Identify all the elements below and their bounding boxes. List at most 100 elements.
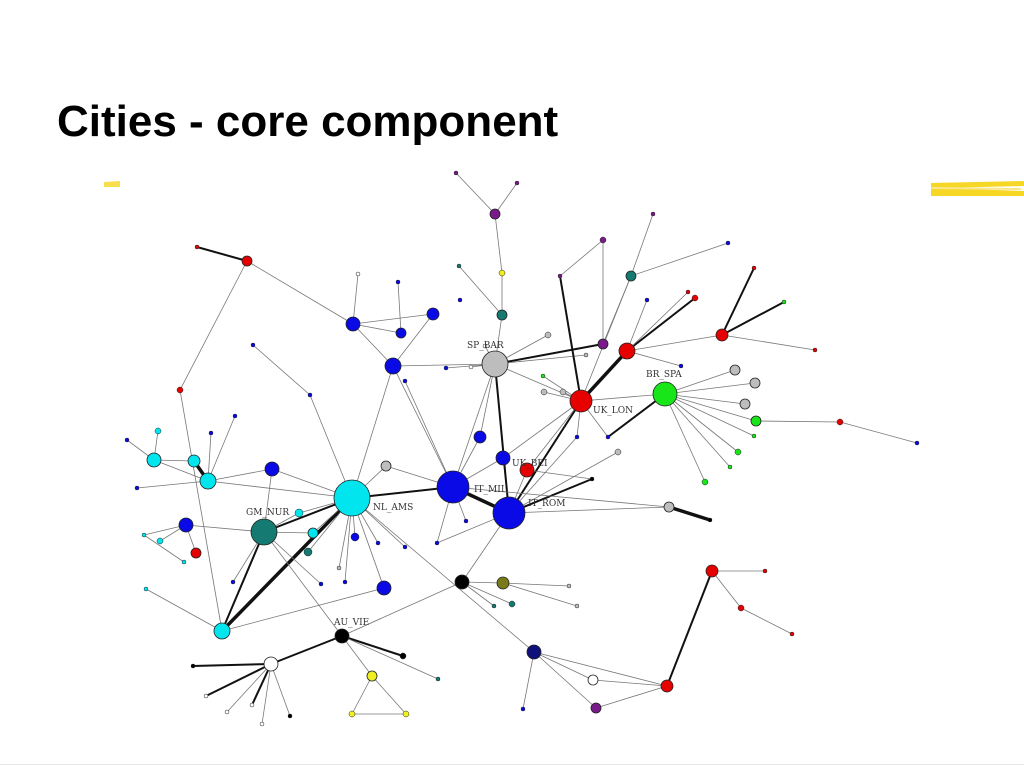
network-node [540, 373, 546, 379]
network-node [230, 579, 236, 585]
network-node [208, 430, 214, 436]
highlighter-stroke-right [931, 181, 1024, 196]
network-node [402, 378, 408, 384]
network-node [652, 381, 678, 407]
network-node [124, 437, 130, 443]
node-label-it-rom: IT_ROM [528, 499, 565, 509]
network-node [435, 676, 441, 682]
network-edge [559, 275, 582, 402]
network-node [453, 170, 459, 176]
network-node [426, 307, 440, 321]
network-node [914, 440, 920, 446]
highlighter-stroke-left [104, 181, 120, 187]
network-edge [207, 468, 273, 482]
network-node [249, 702, 255, 708]
network-node [395, 279, 401, 285]
network-edge [143, 534, 185, 563]
network-edge [226, 663, 272, 713]
network-edge [205, 663, 272, 697]
network-edge [502, 582, 570, 587]
network-node [434, 540, 440, 546]
network-node [384, 357, 402, 375]
network-node [557, 273, 563, 279]
network-edge [341, 635, 373, 677]
network-nodes [124, 170, 920, 727]
network-edge [626, 299, 648, 352]
network-edge [580, 393, 666, 402]
network-node [334, 628, 350, 644]
network-node [176, 386, 184, 394]
slide-title: Cities - core component [57, 97, 559, 146]
network-edge [461, 581, 513, 605]
network-node [366, 670, 378, 682]
network-node [739, 398, 751, 410]
network-node [232, 413, 238, 419]
network-node [559, 388, 567, 396]
network-edge [494, 363, 510, 514]
network-edge [404, 380, 454, 488]
network-node [715, 328, 729, 342]
network-edge [664, 382, 756, 395]
network-edge [533, 651, 594, 681]
node-label-sp-bar: SP_BAR [467, 341, 504, 351]
network-edge [630, 213, 654, 277]
network-edge [341, 581, 463, 637]
network-edge [221, 587, 385, 632]
network-node [734, 448, 742, 456]
network-node [303, 547, 313, 557]
network-edge [220, 496, 354, 633]
network-edge [626, 350, 682, 367]
network-node [491, 603, 497, 609]
network-edge [455, 172, 496, 215]
network-node [492, 496, 526, 530]
network-edge [261, 663, 272, 725]
network-node [663, 501, 675, 513]
network-edge [592, 679, 668, 687]
network-edge [721, 334, 816, 351]
network-node [376, 580, 392, 596]
network-node [454, 574, 470, 590]
network-node [375, 540, 381, 546]
node-label-uk-lon: UK_LON [593, 406, 633, 416]
network-node [569, 389, 593, 413]
network-node [725, 240, 731, 246]
network-node [463, 518, 469, 524]
network-edge [270, 663, 291, 717]
network-node [395, 327, 407, 339]
network-node [146, 452, 162, 468]
network-edge [145, 588, 223, 632]
network-edge [207, 480, 353, 499]
network-edge [352, 323, 402, 334]
network-node [443, 365, 449, 371]
network-edge [452, 486, 670, 508]
network-node [789, 631, 795, 637]
network-node [250, 518, 278, 546]
network-node [544, 331, 552, 339]
network-node [141, 532, 147, 538]
network-edge [721, 267, 755, 336]
network-node [402, 544, 408, 550]
network-edge [179, 260, 248, 391]
network-edge [711, 570, 742, 609]
network-node [836, 418, 844, 426]
network-node [618, 342, 636, 360]
network-node [287, 713, 293, 719]
network-node [489, 208, 501, 220]
network-node [350, 532, 360, 542]
network-node [496, 576, 510, 590]
network-edge [522, 651, 535, 710]
network-edge [221, 531, 265, 632]
network-edge [664, 393, 731, 468]
network-node [526, 644, 542, 660]
network-node [481, 350, 509, 378]
network-edge [740, 607, 793, 635]
network-node [263, 656, 279, 672]
network-edge [626, 334, 723, 352]
network-edges [126, 172, 918, 725]
network-edge [494, 354, 587, 365]
node-label-uk-bei: UK_BEI [512, 459, 548, 469]
network-edge [341, 635, 404, 657]
network-edge [502, 582, 578, 607]
network-node [574, 434, 580, 440]
network-node [318, 581, 324, 587]
